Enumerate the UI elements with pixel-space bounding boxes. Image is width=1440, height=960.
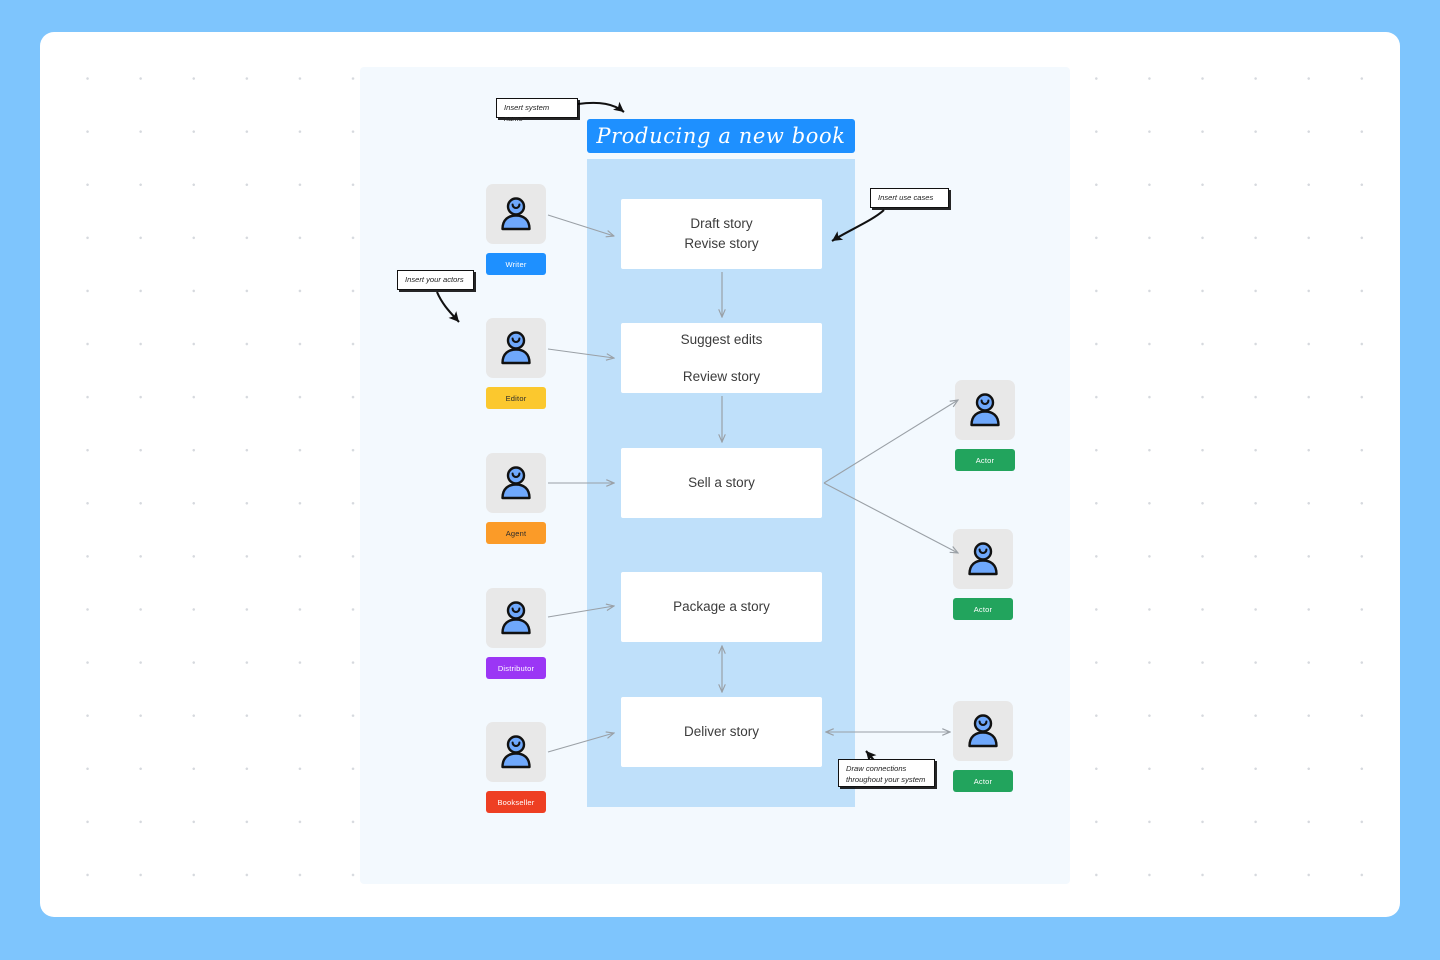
usecase-line: Deliver story [683, 724, 759, 739]
usecase-line: Sell a story [688, 475, 755, 490]
usecase-line: Draft story [690, 216, 753, 231]
actor-writer[interactable]: Writer [486, 184, 546, 275]
actor-avatar [953, 529, 1013, 589]
callout-insert-your-actors[interactable]: Insert your actors [397, 270, 474, 290]
actor-badge[interactable]: Actor [953, 598, 1013, 620]
actor-avatar [486, 318, 546, 378]
actor-avatar [486, 184, 546, 244]
person-icon [968, 714, 998, 748]
usecase-line: Review story [682, 368, 761, 384]
actor-label: Distributor [497, 663, 535, 673]
actor-badge[interactable]: Distributor [486, 657, 546, 679]
actor-badge[interactable]: Writer [486, 253, 546, 275]
person-icon [968, 542, 998, 576]
callout-text: Insert system name [504, 103, 550, 123]
actor-right-bottom[interactable]: Actor [953, 701, 1013, 792]
person-icon [501, 197, 531, 231]
usecase-line: Package a story [673, 599, 770, 614]
actor-badge[interactable]: Bookseller [486, 791, 546, 813]
actor-avatar [486, 588, 546, 648]
person-icon [501, 601, 531, 635]
actor-label: Actor [973, 604, 993, 614]
actor-badge[interactable]: Agent [486, 522, 546, 544]
actor-badge[interactable]: Actor [953, 770, 1013, 792]
callout-text: Insert your actors [405, 275, 464, 284]
person-icon [501, 466, 531, 500]
actor-avatar [953, 701, 1013, 761]
usecase-package-a-story[interactable]: Package a story [621, 572, 822, 642]
actor-badge[interactable]: Editor [486, 387, 546, 409]
person-icon [501, 735, 531, 769]
actor-right-middle[interactable]: Actor [953, 529, 1013, 620]
usecase-line: Suggest edits [680, 331, 763, 347]
person-icon [501, 331, 531, 365]
actor-label: Actor [975, 455, 995, 465]
system-title-text: Producing a new book [596, 124, 846, 148]
system-title-banner[interactable]: Producing a new book [587, 119, 855, 153]
actor-bookseller[interactable]: Bookseller [486, 722, 546, 813]
actor-right-top[interactable]: Actor [955, 380, 1015, 471]
callout-text: Insert use cases [878, 193, 934, 202]
actor-badge[interactable]: Actor [955, 449, 1015, 471]
callout-text: Draw connections throughout your system [846, 764, 926, 784]
callout-insert-system-name[interactable]: Insert system name [496, 98, 578, 123]
actor-editor[interactable]: Editor [486, 318, 546, 409]
actor-label: Bookseller [497, 797, 535, 807]
callout-insert-use-cases[interactable]: Insert use cases [870, 188, 949, 208]
usecase-suggest-edits[interactable]: Suggest edits Review story [621, 323, 822, 393]
usecase-draft-story[interactable]: Draft story Revise story [621, 199, 822, 269]
usecase-line: Revise story [684, 236, 759, 251]
usecase-sell-a-story[interactable]: Sell a story [621, 448, 822, 518]
actor-agent[interactable]: Agent [486, 453, 546, 544]
actor-label: Editor [505, 393, 527, 403]
usecase-deliver-story[interactable]: Deliver story [621, 697, 822, 767]
actor-avatar [955, 380, 1015, 440]
actor-avatar [486, 453, 546, 513]
actor-distributor[interactable]: Distributor [486, 588, 546, 679]
callout-draw-connections[interactable]: Draw connections throughout your system [838, 759, 935, 787]
actor-label: Actor [973, 776, 993, 786]
actor-avatar [486, 722, 546, 782]
actor-label: Writer [505, 259, 527, 269]
person-icon [970, 393, 1000, 427]
actor-label: Agent [505, 528, 527, 538]
